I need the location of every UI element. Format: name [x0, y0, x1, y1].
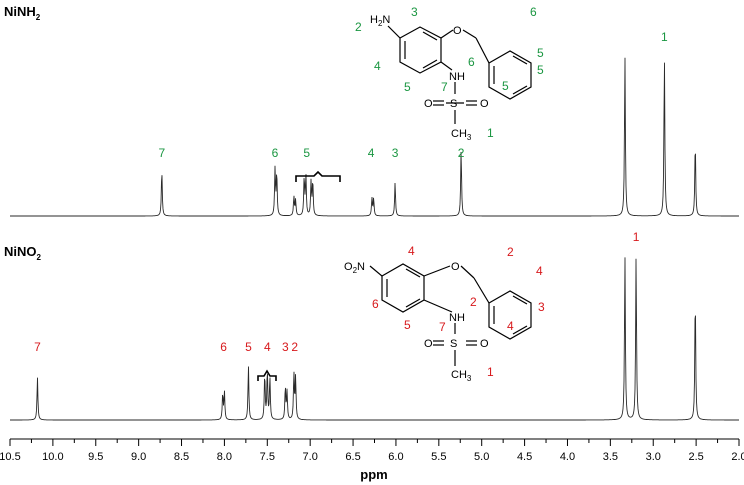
- peak-label-2: 2: [291, 340, 298, 354]
- x-tick-label: 8.5: [174, 451, 189, 463]
- atom-methyl: CH3: [451, 128, 472, 142]
- svg-text:6: 6: [372, 297, 379, 311]
- svg-text:4: 4: [408, 244, 415, 258]
- ring-b-nino2: [488, 290, 532, 340]
- atom-methyl: CH3: [451, 369, 472, 383]
- svg-text:5: 5: [537, 46, 544, 60]
- atom-ether-oxygen: O: [451, 261, 460, 273]
- svg-text:4: 4: [374, 59, 381, 73]
- multiplet-bracket-nino2: [257, 369, 277, 381]
- svg-text:7: 7: [441, 80, 448, 94]
- peak-label-2: 2: [458, 146, 465, 160]
- ring-b-ninh2: [488, 50, 532, 100]
- peak-label-7: 7: [158, 146, 165, 160]
- x-tick-label: 5.0: [474, 451, 489, 463]
- atom-nh: NH: [449, 71, 465, 83]
- peak-label-4: 4: [368, 146, 375, 160]
- svg-text:3: 3: [411, 5, 418, 19]
- peak-label-1: 1: [661, 30, 668, 44]
- x-tick-label: 3.0: [646, 451, 661, 463]
- peak-label-5: 5: [245, 340, 252, 354]
- x-tick-label: 6.0: [388, 451, 403, 463]
- peak-label-4: 4: [264, 340, 271, 354]
- atom-sulfur: S: [450, 98, 457, 110]
- x-tick-label: 7.5: [260, 451, 275, 463]
- x-tick-label: 8.0: [217, 451, 232, 463]
- x-tick-label: 5.5: [431, 451, 446, 463]
- atom-sulfur: S: [450, 338, 457, 350]
- structure-nino2-atoms: O2N O NH S O O CH3: [344, 261, 489, 383]
- peak-label-3: 3: [282, 340, 289, 354]
- spectrum-ninh2-trace: [10, 57, 739, 217]
- svg-text:7: 7: [439, 320, 446, 334]
- x-axis-title: ppm: [360, 467, 387, 482]
- x-tick-label: 7.0: [303, 451, 318, 463]
- svg-text:5: 5: [537, 63, 544, 77]
- structure-ninh2-atoms: H2N O NH S O O CH3: [370, 14, 489, 142]
- panel-title-ninh2: NiNH2: [4, 4, 41, 22]
- svg-text:3: 3: [538, 300, 545, 314]
- x-tick-label: 2.0: [731, 451, 744, 463]
- panel-title-nino2: NiNO2: [4, 244, 42, 262]
- peak-label-6: 6: [220, 340, 227, 354]
- ring-a-ninh2: [399, 26, 442, 74]
- svg-text:5: 5: [404, 80, 411, 94]
- x-tick-label: 3.5: [603, 451, 618, 463]
- svg-text:2: 2: [470, 295, 477, 309]
- peak-label-3: 3: [392, 146, 399, 160]
- atom-sulfonyl-oxygen-right: O: [480, 338, 489, 350]
- structure-ninh2-numbers: 2 3 4 5 6 5 5 5 6 7 1: [355, 5, 544, 140]
- x-tick-label: 4.0: [560, 451, 575, 463]
- x-tick-label: 2.5: [688, 451, 703, 463]
- svg-text:6: 6: [530, 5, 537, 19]
- atom-amine: H2N: [370, 14, 390, 28]
- x-tick-label: 10.5: [0, 451, 21, 463]
- x-tick-label: 9.5: [88, 451, 103, 463]
- x-axis-ticks: 10.5 10.0 9.5 9.0 8.5 8.0 7.5 7.0 6.5 6.0 5.5 5.0 4.…: [0, 439, 744, 463]
- svg-text:2: 2: [355, 20, 362, 34]
- svg-text:1: 1: [487, 126, 494, 140]
- multiplet-bracket-ninh2: [295, 170, 341, 182]
- peak-label-7: 7: [34, 340, 41, 354]
- svg-text:4: 4: [507, 319, 514, 333]
- atom-sulfonyl-oxygen-right: O: [480, 98, 489, 110]
- x-tick-label: 9.0: [131, 451, 146, 463]
- svg-text:1: 1: [487, 365, 494, 379]
- svg-text:2: 2: [507, 245, 514, 259]
- atom-sulfonyl-oxygen-left: O: [424, 98, 433, 110]
- structure-nino2-numbers: 4 2 6 5 4 3 4 2 7 1: [372, 244, 545, 379]
- svg-text:6: 6: [468, 55, 475, 69]
- svg-text:5: 5: [502, 79, 509, 93]
- peak-label-5: 5: [303, 146, 310, 160]
- atom-nitro: O2N: [344, 261, 365, 275]
- svg-text:5: 5: [404, 318, 411, 332]
- x-tick-label: 6.5: [345, 451, 360, 463]
- peak-label-6: 6: [272, 146, 279, 160]
- peak-labels-ninh2: 7 6 5 4 3 2 1: [158, 30, 668, 160]
- x-tick-label: 10.0: [42, 451, 63, 463]
- atom-sulfonyl-oxygen-left: O: [424, 338, 433, 350]
- structure-ninh2: [387, 25, 532, 124]
- x-tick-label: 4.5: [517, 451, 532, 463]
- atom-nh: NH: [449, 312, 465, 324]
- structure-nino2: [369, 263, 532, 366]
- svg-text:4: 4: [536, 264, 543, 278]
- atom-ether-oxygen: O: [453, 25, 462, 37]
- spectrum-nino2-trace: [10, 257, 739, 421]
- ring-a-nino2: [381, 263, 425, 313]
- peak-label-1: 1: [633, 230, 640, 244]
